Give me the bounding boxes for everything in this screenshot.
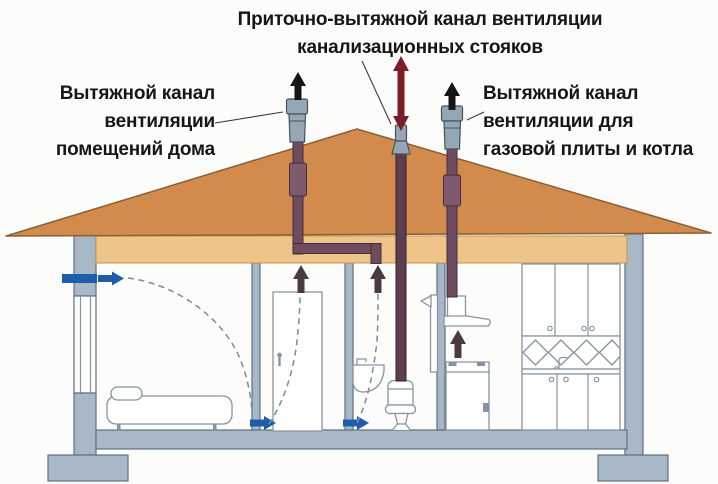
cabinet-handle — [589, 325, 595, 332]
left-footing — [47, 454, 129, 482]
sewer-bidirectional-arrow-icon — [393, 56, 409, 131]
label-line: вентиляции для — [483, 111, 634, 132]
sofa-pillow — [110, 386, 143, 401]
cooker-hood-canopy — [443, 315, 491, 327]
backsplash-tile — [598, 339, 621, 366]
toilet-pedestal — [394, 412, 409, 425]
cabinet-handle — [593, 376, 600, 383]
interior-door — [272, 291, 323, 432]
label-gas-vent-channel: Вытяжной канал вентиляции для газовой пл… — [483, 80, 718, 164]
partition-wall-kitchen — [436, 262, 446, 431]
lower-cabinets — [521, 373, 621, 431]
washbasin — [352, 364, 385, 393]
label-line: помещений дома — [55, 139, 215, 160]
leader-line-sewer-vent — [361, 60, 392, 125]
cabinet-handle — [581, 325, 587, 332]
stove — [445, 361, 490, 431]
backsplash-tile — [573, 339, 600, 366]
left-wall-column-bottom — [73, 392, 97, 456]
exhaust-arrow-hallway-icon — [293, 265, 309, 293]
airflow-path-hallway — [268, 293, 301, 425]
sofa-body — [106, 395, 233, 425]
partition-wall-bathroom — [344, 262, 354, 431]
label-sewer-vent-channel: Приточно-вытяжной канал вентиляции канал… — [190, 6, 650, 62]
counter-shelf — [521, 368, 621, 375]
exhaust-arrow-bathroom-icon — [370, 265, 386, 293]
house-vent-pipe-horizontal — [292, 243, 382, 254]
leader-line-gas-vent — [466, 111, 485, 121]
supply-air-arrow-icon — [98, 271, 124, 286]
gas-vent-pipe-coupling — [443, 174, 461, 207]
partition-wall-living — [251, 262, 261, 431]
left-wall-column-top — [73, 233, 97, 297]
gas-vent-pipe — [446, 145, 458, 298]
label-line: вентиляции — [104, 111, 215, 132]
house-vent-pipe-stub — [370, 243, 382, 264]
label-line: Вытяжной канал — [483, 83, 639, 104]
airflow-path-bathroom — [356, 293, 379, 424]
stove-knob — [448, 362, 457, 366]
exhaust-arrow-kitchen-icon — [450, 330, 466, 358]
label-line: газовой плиты и котла — [483, 139, 694, 160]
stove-handle — [483, 403, 489, 412]
kitchen-faucet — [558, 356, 567, 369]
toilet-base — [391, 423, 412, 432]
label-line: Приточно-вытяжной канал вентиляции — [237, 9, 603, 30]
duct-panel — [429, 294, 439, 373]
house-vent-pipe-coupling — [289, 162, 307, 197]
label-line: канализационных стояков — [297, 37, 543, 58]
washbasin-faucet — [356, 358, 367, 365]
leader-line-house-vent — [214, 111, 284, 124]
left-wall-window-section — [73, 295, 97, 394]
floor-slab — [95, 429, 628, 450]
sewer-vent-cap-flare — [391, 140, 411, 155]
roof — [5, 128, 712, 237]
cabinet-handle — [563, 376, 569, 383]
gas-vent-cap-body — [443, 120, 462, 150]
label-house-vent-channel: Вытяжной канал вентиляции помещений дома — [25, 80, 215, 164]
toilet-seat — [384, 404, 417, 415]
sewer-stack-pipe — [395, 145, 407, 382]
airflow-path-living-room — [127, 277, 253, 413]
damper-lever — [420, 295, 432, 308]
sofa-leg — [117, 424, 121, 431]
upper-cabinets — [521, 263, 621, 337]
house-vent-cap-top — [285, 98, 309, 115]
toilet-tank — [387, 379, 414, 406]
house-vent-cap-body — [288, 113, 307, 143]
label-line: Вытяжной канал — [59, 83, 215, 104]
roof-outlet-arrow-house-icon — [290, 72, 306, 100]
right-footing — [597, 454, 669, 482]
backsplash-tile — [547, 339, 575, 366]
door-handle-lever — [278, 357, 281, 366]
supply-air-inlet-bar — [62, 274, 97, 283]
backsplash-tile — [522, 339, 549, 366]
door-handle — [277, 352, 282, 358]
sofa-leg — [213, 424, 217, 431]
cabinet-handle — [548, 376, 555, 383]
hood-duct — [446, 295, 467, 318]
right-wall-column — [624, 233, 644, 456]
stove-knob — [477, 362, 485, 366]
cabinet-handle — [547, 325, 553, 332]
